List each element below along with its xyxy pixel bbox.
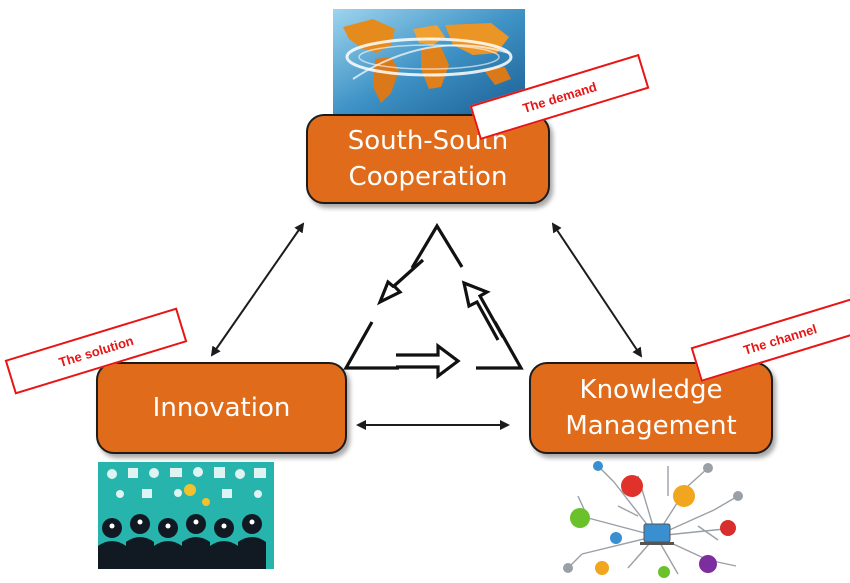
knowledge-management-box: Knowledge Management xyxy=(529,362,773,454)
arrow-south-innovation xyxy=(210,222,305,357)
innovation-box: Innovation xyxy=(96,362,347,454)
arrow-south-knowledge xyxy=(551,222,643,358)
world-map-image xyxy=(333,9,525,115)
node-line: Cooperation xyxy=(348,162,508,192)
people-ideas-image xyxy=(98,462,274,569)
node-line: Innovation xyxy=(152,393,291,423)
node-line: Knowledge xyxy=(579,375,723,405)
node-line: Management xyxy=(565,411,737,441)
recycle-cycle-icon xyxy=(343,222,524,380)
network-icons-image xyxy=(558,456,754,580)
